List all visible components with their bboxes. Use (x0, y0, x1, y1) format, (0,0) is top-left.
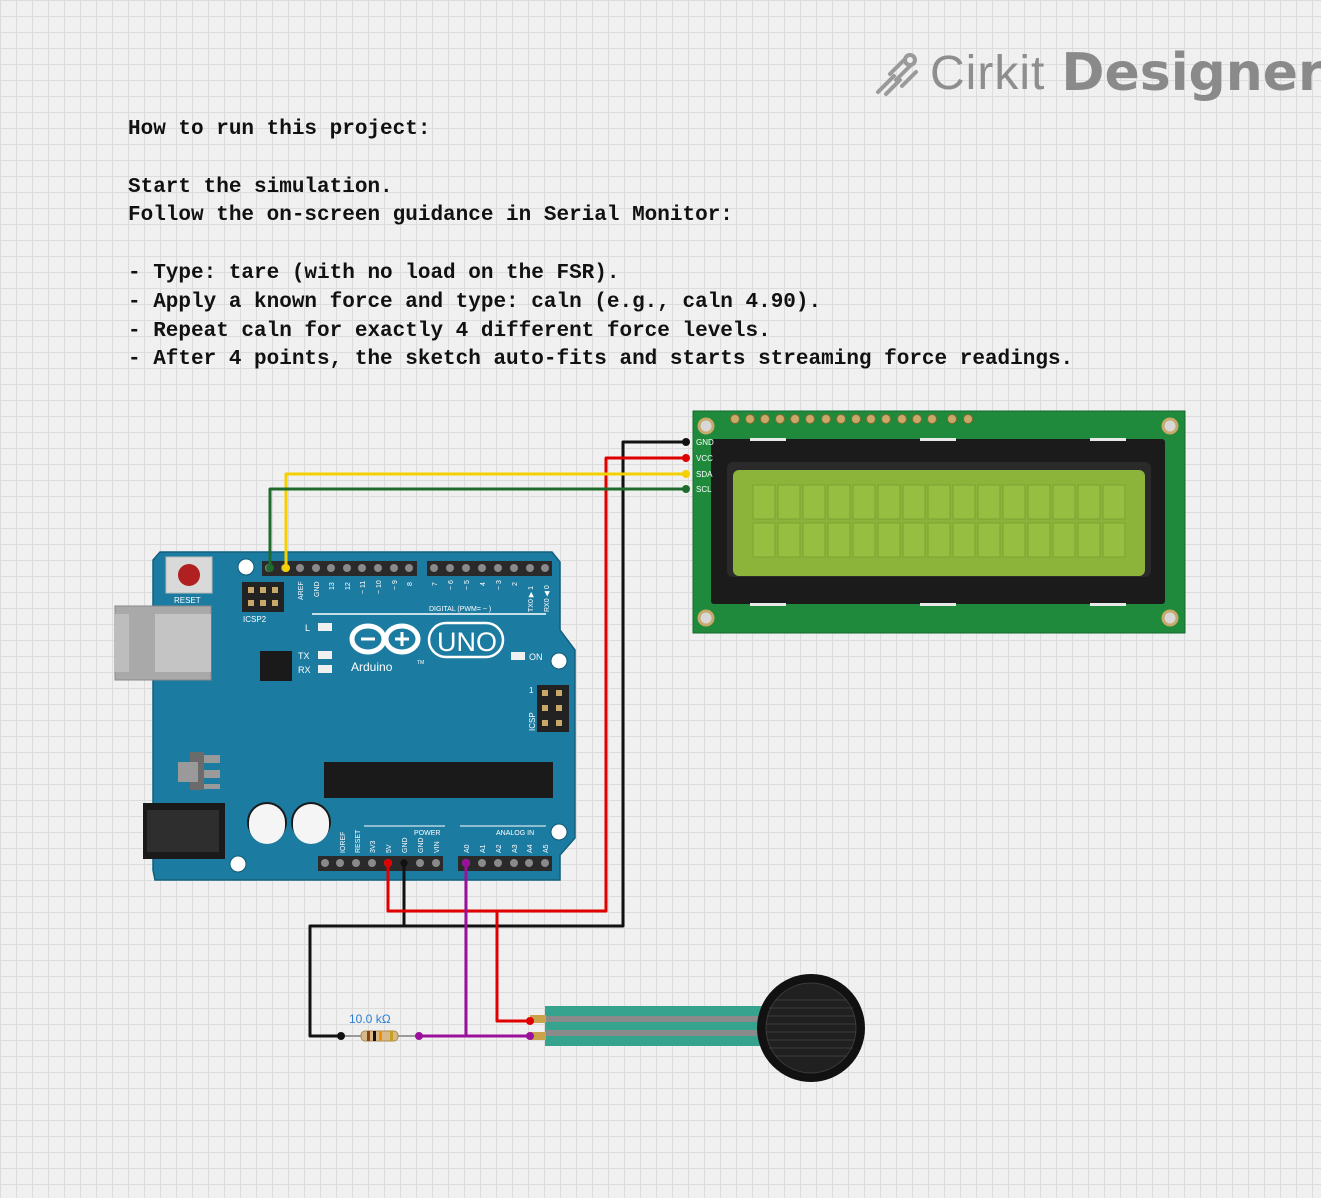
wire-scl-lcd (268, 487, 686, 568)
instruction-line: How to run this project: (128, 118, 431, 141)
digital-pwm-label: DIGITAL (PWM= ~ ) (429, 606, 491, 613)
reset-button[interactable]: RESET (165, 556, 213, 605)
arduino-logo: Arduino TM UNO (349, 621, 505, 674)
led-l-label: L (305, 623, 310, 633)
pin-label-a5: A5 (543, 844, 550, 853)
instruction-line: Follow the on-screen guidance in Serial … (128, 204, 733, 228)
pin-label-6: ~ 6 (448, 580, 455, 590)
analog-in-label: ANALOG IN (496, 830, 534, 837)
resistor-value-label: 10.0 kΩ (349, 1012, 391, 1026)
pin-label-5v: 5V (386, 844, 393, 853)
lcd-mount-holes (697, 417, 1179, 627)
icsp2-header: ICSP2 (242, 582, 284, 624)
instruction-line: Start the simulation. (128, 175, 393, 199)
pin-label-2: 2 (512, 582, 519, 586)
pin-label-a4: A4 (527, 844, 534, 853)
icsp-label: ICSP (528, 712, 537, 731)
power-label: POWER (414, 830, 440, 837)
led-on-label: ON (529, 652, 543, 662)
instruction-line: - Type: tare (with no load on the FSR). (128, 261, 620, 285)
pin-label-vin: VIN (434, 841, 441, 853)
atmega-chip (324, 762, 553, 798)
arduino-logo-text: Arduino (351, 660, 393, 674)
wire-gnd-lcd (402, 440, 686, 928)
arduino-uno-board[interactable]: RESET ICSP2 (114, 551, 576, 881)
wire-5v-fsr (495, 911, 530, 1023)
wire-gnd-resistor (308, 924, 404, 1038)
pin-label-13: 13 (329, 582, 336, 590)
brand-product: Designer (1061, 43, 1321, 103)
icsp-pin1-label: 1 (529, 686, 534, 695)
pin-label-gnd-1: GND (402, 837, 409, 853)
lcd-pin-gnd: GND (696, 438, 714, 447)
cirkit-plug-icon (876, 53, 918, 96)
project-instructions: How to run this project: Start the simul… (128, 116, 1073, 375)
lcd-pin-sda: SDA (696, 470, 713, 479)
pin-label-gnd: GND (314, 581, 321, 597)
lcd-pin-vcc: VCC (696, 454, 713, 463)
uno-logo-text: UNO (437, 627, 497, 657)
pin-label-aref: AREF (298, 581, 305, 600)
pin-label-rx0: RX0 ◀ 0 (544, 585, 551, 612)
force-sensitive-resistor[interactable] (530, 974, 865, 1082)
brand-name: Cirkit (930, 46, 1046, 100)
icsp-header: 1 ICSP (528, 685, 569, 732)
pin-label-a1: A1 (480, 844, 487, 853)
cirkit-designer-logo: Cirkit Designer (874, 40, 1321, 106)
instruction-line: - After 4 points, the sketch auto-fits a… (128, 348, 1074, 372)
icsp2-label: ICSP2 (243, 615, 267, 624)
pin-label-a3: A3 (512, 844, 519, 853)
pin-label-10: ~ 10 (376, 580, 383, 594)
led-rx-label: RX (298, 665, 311, 675)
lcd-pin-scl: SCL (696, 485, 712, 494)
pin-label-tx0: TX0 ▶ 1 (528, 586, 535, 612)
pin-label-7: 7 (432, 582, 439, 586)
instruction-line: - Repeat caln for exactly 4 different fo… (128, 319, 771, 343)
connection-points (266, 438, 690, 1040)
pin-label-a0: A0 (464, 844, 471, 853)
pin-label-9: ~ 9 (392, 580, 399, 590)
status-leds: L TX RX ON (298, 623, 543, 675)
lcd-header-pads (730, 414, 973, 424)
pin-label-11: ~ 11 (360, 581, 367, 594)
pin-label-a2: A2 (496, 844, 503, 853)
instruction-line: - Apply a known force and type: caln (e.… (128, 290, 822, 314)
pin-label-gnd-2: GND (418, 837, 425, 853)
lcd-character-cells (752, 484, 1126, 558)
reset-label: RESET (174, 596, 201, 605)
power-header[interactable] (318, 856, 443, 871)
pin-label-ioref: IOREF (340, 832, 347, 853)
pin-label-4: 4 (480, 582, 487, 586)
wire-sda-lcd (284, 472, 686, 568)
analog-header[interactable] (458, 856, 552, 871)
pin-label-3: ~ 3 (496, 580, 503, 590)
capacitors (247, 802, 331, 844)
wire-vcc-lcd (386, 456, 686, 913)
wires (268, 440, 686, 1038)
arduino-logo-tm: TM (417, 660, 424, 666)
pin-label-5: ~ 5 (464, 580, 471, 590)
lcd-module[interactable]: GND VCC SDA SCL (692, 410, 1186, 634)
pin-label-3v3: 3V3 (370, 840, 377, 853)
resistor-10k[interactable]: 10.0 kΩ (341, 1012, 419, 1042)
pin-label-12: 12 (345, 582, 352, 590)
pin-label-8: 8 (407, 582, 414, 586)
led-tx-label: TX (298, 651, 310, 661)
pin-label-reset: RESET (355, 829, 362, 853)
digital-header-right[interactable] (427, 561, 552, 576)
